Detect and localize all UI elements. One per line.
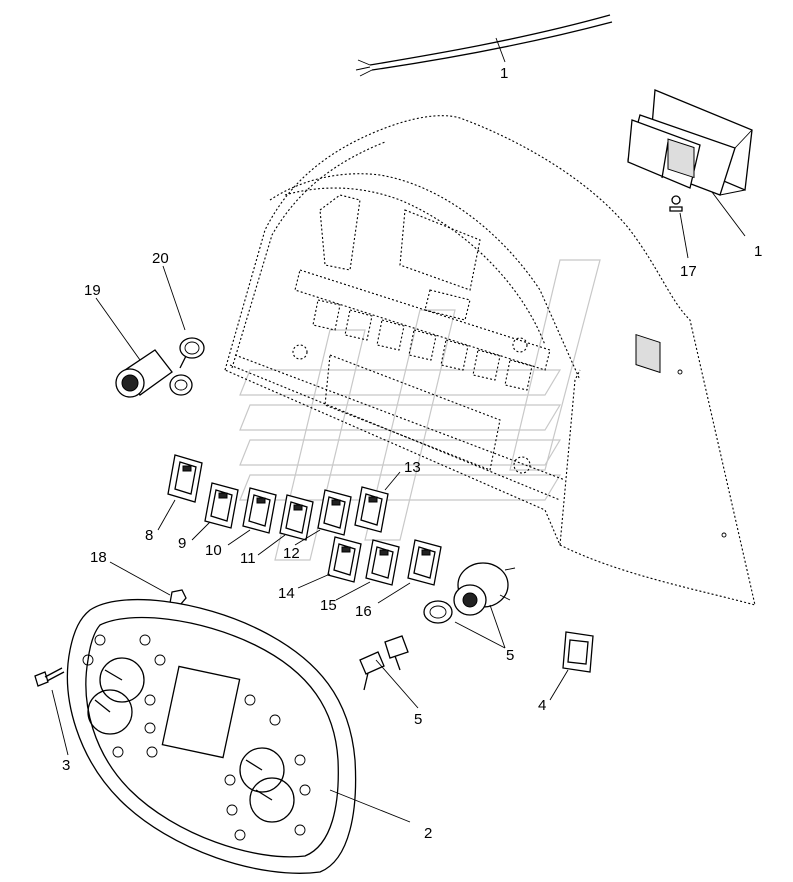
switch-part-11 — [257, 494, 314, 556]
switch-part-8 — [157, 454, 203, 531]
screw-part-3 — [34, 667, 69, 756]
switch-part-15 — [335, 539, 400, 601]
callout-20: 20 — [152, 250, 169, 267]
callout-8: 8 — [145, 527, 153, 544]
switch-part-13 — [354, 471, 401, 533]
callout-19: 19 — [84, 282, 101, 299]
switch-part-10 — [227, 487, 277, 546]
callout-10: 10 — [205, 542, 222, 559]
nut-part-18 — [109, 561, 187, 606]
callout-15: 15 — [320, 597, 337, 614]
callout-4: 4 — [538, 697, 546, 714]
screw-part-17 — [669, 195, 689, 259]
socket-cap-part-20 — [162, 265, 205, 396]
callout-17: 17 — [680, 263, 697, 280]
callout-5-key: 5 — [414, 711, 422, 728]
ignition-key-part-5 — [359, 635, 419, 709]
power-socket-part-19 — [95, 297, 173, 398]
callout-5-ignition: 5 — [506, 647, 514, 664]
callout-13: 13 — [404, 459, 421, 476]
callout-14: 14 — [278, 585, 295, 602]
callout-12: 12 — [283, 545, 300, 562]
callout-2: 2 — [424, 825, 432, 842]
callout-16: 16 — [355, 603, 372, 620]
switch-part-4 — [549, 631, 594, 701]
dashboard-panel — [224, 115, 756, 606]
callout-3: 3 — [62, 757, 70, 774]
switch-part-16 — [377, 539, 442, 604]
wire-harness-part-1 — [355, 14, 613, 77]
instrument-cluster-part-2 — [66, 598, 411, 874]
callout-9: 9 — [178, 535, 186, 552]
switch-part-14 — [297, 536, 362, 589]
callout-11: 11 — [240, 550, 256, 567]
callout-1-harness: 1 — [500, 65, 508, 82]
switch-part-12 — [294, 489, 352, 546]
callout-1-module: 1 — [754, 243, 762, 260]
control-module-part-1 — [627, 89, 753, 374]
watermark-logo — [239, 259, 601, 561]
switch-part-9 — [191, 482, 239, 541]
ignition-switch-part-5 — [423, 562, 516, 649]
callout-18: 18 — [90, 549, 107, 566]
